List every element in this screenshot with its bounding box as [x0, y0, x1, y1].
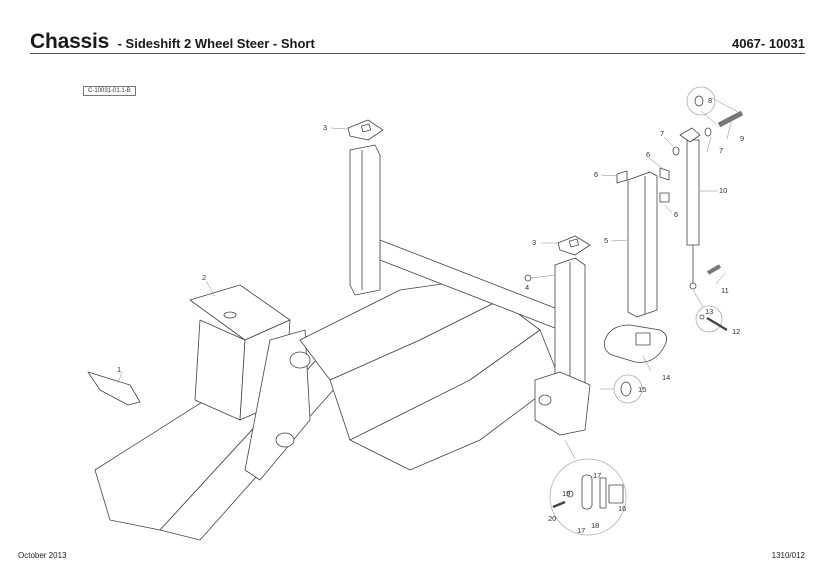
- part-10: [686, 139, 700, 246]
- callout-17-bottom: 17: [577, 526, 586, 535]
- callout-19: 19: [562, 489, 571, 498]
- callout-3-top: 3: [323, 123, 328, 132]
- part-6b: [659, 167, 670, 181]
- callout-13: 13: [705, 307, 714, 316]
- figure-reference: C-10031-01.1-B: [83, 86, 136, 96]
- title-subtitle: - Sideshift 2 Wheel Steer - Short: [117, 36, 315, 51]
- callout-8: 8: [708, 96, 713, 105]
- footer-page-code: 1310/012: [771, 551, 805, 560]
- callout-10: 10: [719, 186, 728, 195]
- callout-18: 18: [591, 521, 600, 530]
- title-main: Chassis: [30, 30, 110, 53]
- callout-4: 4: [525, 283, 530, 292]
- callout-17-top: 17: [593, 471, 602, 480]
- header-divider: [30, 53, 805, 54]
- callout-7a: 7: [660, 129, 665, 138]
- callout-6c: 6: [674, 210, 679, 219]
- part-7a: [672, 146, 680, 156]
- callout-1: 1: [117, 365, 122, 374]
- callout-12: 12: [732, 327, 741, 336]
- part-9: [717, 110, 744, 128]
- part-14: [603, 324, 668, 363]
- document-number: 4067- 10031: [731, 36, 805, 51]
- callout-6b: 6: [646, 150, 651, 159]
- callout-5: 5: [604, 236, 609, 245]
- part-11: [706, 264, 722, 275]
- part-12: [706, 317, 728, 331]
- callout-2: 2: [202, 273, 207, 282]
- page-title: Chassis - Sideshift 2 Wheel Steer - Shor…: [30, 30, 315, 54]
- footer-date: October 2013: [18, 551, 67, 560]
- part-7b: [704, 127, 712, 137]
- callout-15: 15: [638, 385, 647, 394]
- callout-14: 14: [662, 373, 671, 382]
- callout-3-right: 3: [532, 238, 537, 247]
- callout-6a: 6: [594, 170, 599, 179]
- part-6c: [659, 192, 670, 203]
- chassis-frame: [94, 144, 591, 541]
- callout-11: 11: [721, 286, 729, 295]
- part-1: [87, 371, 141, 406]
- callout-16: 16: [618, 504, 627, 513]
- part-6a: [616, 170, 628, 184]
- part-5: [627, 171, 658, 318]
- callout-20: 20: [548, 514, 557, 523]
- callout-9: 9: [740, 134, 745, 143]
- part-4: [524, 274, 532, 282]
- callout-7b: 7: [719, 146, 724, 155]
